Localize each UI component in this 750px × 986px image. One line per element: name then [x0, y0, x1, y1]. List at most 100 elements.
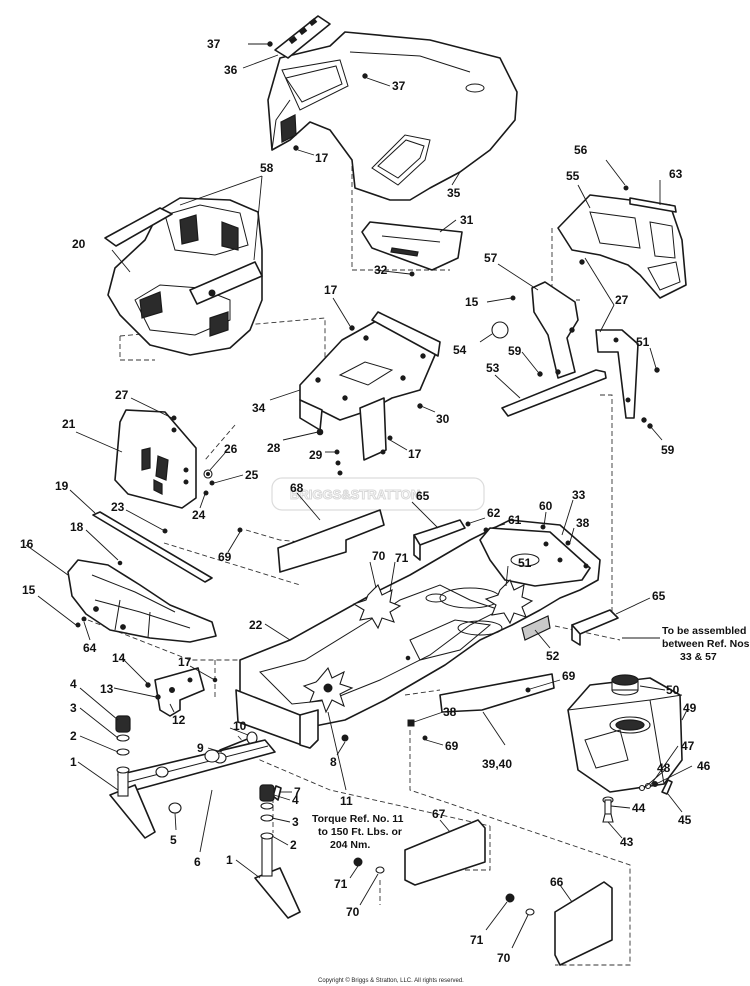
screw: [417, 403, 423, 409]
bolt: [661, 779, 673, 795]
callout-51: 51: [636, 335, 650, 349]
callout-6: 6: [194, 855, 201, 869]
screw: [162, 528, 168, 534]
callout-20: 20: [72, 237, 86, 251]
screw: [380, 449, 386, 455]
callout-18: 18: [70, 520, 84, 534]
callout-14: 14: [112, 651, 126, 665]
fuel-cap: [611, 674, 639, 696]
front-axle: [117, 739, 276, 793]
watermark: BRIGGS&STRATTON: [271, 477, 485, 511]
callout-5: 5: [170, 833, 177, 847]
callout-46: 46: [697, 759, 711, 773]
callout-51: 51: [518, 556, 532, 570]
nut: [316, 428, 324, 436]
screw: [422, 735, 428, 741]
callout-59: 59: [508, 344, 522, 358]
callout-8: 8: [330, 755, 337, 769]
callout-64: 64: [83, 641, 97, 655]
callout-28: 28: [267, 441, 281, 455]
callout-68: 68: [290, 481, 304, 495]
bracket-left: [413, 519, 466, 546]
callout-11: 11: [340, 794, 353, 808]
callout-63: 63: [669, 167, 683, 181]
callout-67: 67: [432, 807, 446, 821]
callout-27: 27: [615, 293, 629, 307]
front-mount-edge: [299, 715, 311, 749]
screw: [510, 295, 516, 301]
screw: [405, 655, 411, 661]
bracket-right-flange: [571, 624, 581, 646]
callout-19: 19: [55, 479, 69, 493]
screw: [237, 527, 243, 533]
nut: [505, 893, 515, 903]
callout-71: 71: [470, 933, 484, 947]
callout-49: 49: [683, 701, 697, 715]
callout-22: 22: [249, 618, 263, 632]
callout-53: 53: [486, 361, 500, 375]
bracket-left-flange: [413, 534, 421, 561]
callout-13: 13: [100, 682, 114, 696]
callout-59: 59: [661, 443, 675, 457]
screw: [81, 616, 87, 622]
washer: [375, 866, 385, 874]
left-fender: [67, 559, 217, 643]
fuel-tank: [567, 677, 683, 793]
bushing: [168, 802, 182, 814]
callout-32: 32: [374, 263, 388, 277]
callout-70: 70: [346, 905, 360, 919]
knob: [491, 321, 509, 339]
callout-17: 17: [408, 447, 422, 461]
callout-2: 2: [290, 838, 297, 852]
shield-right: [554, 881, 613, 966]
callout-70: 70: [497, 951, 511, 965]
callout-48: 48: [657, 761, 671, 775]
screw: [145, 682, 151, 688]
callout-4: 4: [70, 677, 77, 691]
callout-65: 65: [652, 589, 666, 603]
callout-25: 25: [245, 468, 259, 482]
callout-30: 30: [436, 412, 450, 426]
seat-pan-cover: [361, 221, 463, 271]
screw: [75, 622, 81, 628]
screw: [212, 677, 218, 683]
callout-1: 1: [70, 755, 77, 769]
callout-3: 3: [292, 815, 299, 829]
callout-45: 45: [678, 813, 692, 827]
callout-57: 57: [484, 251, 498, 265]
callout-4: 4: [292, 793, 299, 807]
seat-bracket: [299, 311, 441, 461]
screw: [409, 271, 415, 277]
nut: [353, 857, 363, 867]
callout-44: 44: [632, 801, 646, 815]
callout-2: 2: [70, 729, 77, 743]
callout-50: 50: [666, 683, 680, 697]
callout-61: 61: [508, 513, 522, 527]
assembly-note: To be assembled between Ref. Nos. 33 & 5…: [622, 625, 750, 663]
assembly-note-line2: between Ref. Nos.: [662, 638, 750, 650]
spindle-left: [109, 715, 156, 839]
callout-10: 10: [233, 719, 247, 733]
screw: [565, 540, 571, 546]
torque-note-line1: Torque Ref. No. 11: [312, 813, 404, 825]
nut: [407, 719, 415, 727]
screw: [537, 371, 543, 377]
callout-1: 1: [226, 853, 233, 867]
callout-24: 24: [192, 508, 206, 522]
assembly-note-line3: 33 & 57: [680, 651, 717, 663]
callout-54: 54: [453, 343, 467, 357]
screw: [623, 185, 629, 191]
callout-16: 16: [20, 537, 34, 551]
pad-front: [302, 666, 354, 714]
copyright: Copyright © Briggs & Stratton, LLC. All …: [318, 977, 464, 984]
callout-71: 71: [395, 551, 409, 565]
nut: [341, 734, 349, 742]
screw: [117, 560, 123, 566]
callout-71: 71: [334, 877, 348, 891]
screw: [209, 480, 215, 486]
bracket-upright: [595, 329, 639, 419]
screw: [525, 687, 531, 693]
plate: [277, 509, 385, 573]
watermark-text: BRIGGS&STRATTON: [290, 487, 420, 502]
